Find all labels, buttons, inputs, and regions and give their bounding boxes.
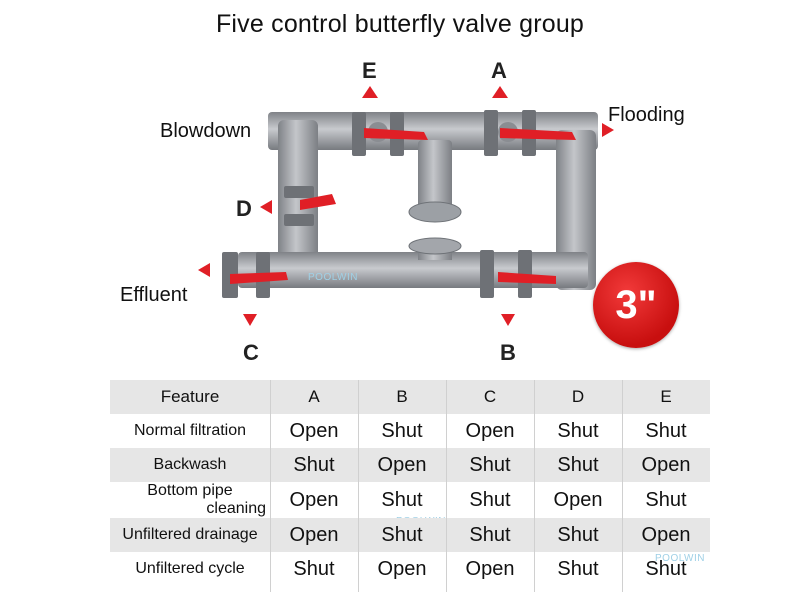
cell-a: Open xyxy=(289,419,339,442)
size-badge: 3" xyxy=(593,262,679,348)
cell-c: Shut xyxy=(469,453,511,476)
row-feature: Backwash xyxy=(153,456,227,473)
watermark-logo: POOLWIN xyxy=(396,516,446,527)
column-divider xyxy=(534,380,535,592)
diagram-title: Five control butterfly valve group xyxy=(215,10,585,38)
header-b: B xyxy=(396,387,408,406)
valve-b xyxy=(480,250,532,298)
port-a-label: A xyxy=(491,58,507,83)
center-pipe xyxy=(418,140,452,210)
header-c: C xyxy=(483,387,497,406)
column-divider xyxy=(270,380,271,592)
table-row: Normal filtration Open Shut Open Shut Sh… xyxy=(110,414,710,448)
handle-b xyxy=(498,272,556,284)
port-c-label: C xyxy=(243,340,259,365)
valve-state-table: Feature A B C D E Normal filtration Open… xyxy=(110,380,710,586)
header-feature: Feature xyxy=(160,387,220,406)
arrow-a-up xyxy=(492,86,508,98)
table-row: Unfiltered cycle Shut Open Open Shut Shu… xyxy=(110,552,710,586)
cell-b: Shut xyxy=(381,523,423,546)
cell-a: Open xyxy=(289,488,339,511)
handle-d xyxy=(300,194,336,210)
table-row: Unfiltered drainage Open Shut Shut Shut … xyxy=(110,518,710,552)
arrow-b-down xyxy=(501,314,515,326)
header-a: A xyxy=(308,387,320,406)
row-feature-line1: Bottom pipe xyxy=(147,482,233,499)
cell-e: Shut xyxy=(645,419,687,442)
cell-d: Shut xyxy=(557,557,599,580)
cell-e: Open xyxy=(641,453,691,476)
flooding-label: Flooding xyxy=(608,104,685,126)
row-feature: Normal filtration xyxy=(133,422,247,439)
column-divider xyxy=(622,380,623,592)
row-feature-line2: cleaning xyxy=(206,500,266,517)
cell-e: Open xyxy=(641,523,691,546)
header-d: D xyxy=(571,387,585,406)
row-feature: Unfiltered drainage xyxy=(122,526,258,543)
cell-c: Shut xyxy=(469,488,511,511)
arrow-effluent-left xyxy=(198,263,210,277)
arrow-d-left xyxy=(260,200,272,214)
row-feature: Bottom pipe cleaning xyxy=(110,482,270,518)
column-divider xyxy=(446,380,447,592)
cell-d: Shut xyxy=(557,453,599,476)
watermark-logo: POOLWIN xyxy=(308,272,358,283)
top-pipe xyxy=(268,112,598,150)
port-e-label: E xyxy=(362,58,377,83)
right-pipe xyxy=(556,130,596,290)
cell-b: Open xyxy=(377,453,427,476)
cell-b: Open xyxy=(377,557,427,580)
arrow-c-down xyxy=(243,314,257,326)
blowdown-label: Blowdown xyxy=(160,120,252,142)
valve-group-diagram xyxy=(198,86,614,326)
cell-a: Shut xyxy=(293,453,335,476)
port-b-label: B xyxy=(500,340,516,365)
table-row: Backwash Shut Open Shut Shut Open xyxy=(110,448,710,482)
arrow-e-up xyxy=(362,86,378,98)
table-header-row: Feature A B C D E xyxy=(110,380,710,414)
cell-d: Open xyxy=(553,488,603,511)
flow-arrows xyxy=(198,86,614,326)
cell-e: Shut xyxy=(645,557,687,580)
table-row: Bottom pipe cleaning Open Shut Shut Open… xyxy=(110,482,710,518)
cell-c: Open xyxy=(465,557,515,580)
cell-e: Shut xyxy=(645,488,687,511)
handle-c xyxy=(230,272,288,284)
watermark-logo: POOLWIN xyxy=(655,553,705,564)
header-e: E xyxy=(660,387,672,406)
handle-e xyxy=(364,128,428,140)
handle-a xyxy=(500,128,576,140)
cell-a: Open xyxy=(289,523,339,546)
valve-handles xyxy=(230,128,576,284)
effluent-label: Effluent xyxy=(120,284,188,306)
cell-d: Shut xyxy=(557,523,599,546)
cell-c: Shut xyxy=(469,523,511,546)
cell-a: Shut xyxy=(293,557,335,580)
row-feature: Unfiltered cycle xyxy=(135,560,245,577)
cell-d: Shut xyxy=(557,419,599,442)
arrow-flooding-right xyxy=(602,123,614,137)
cell-b: Shut xyxy=(381,419,423,442)
cell-c: Open xyxy=(465,419,515,442)
valve-d xyxy=(284,186,314,226)
column-divider xyxy=(358,380,359,592)
port-d-label: D xyxy=(236,196,252,221)
cell-b: Shut xyxy=(381,488,423,511)
